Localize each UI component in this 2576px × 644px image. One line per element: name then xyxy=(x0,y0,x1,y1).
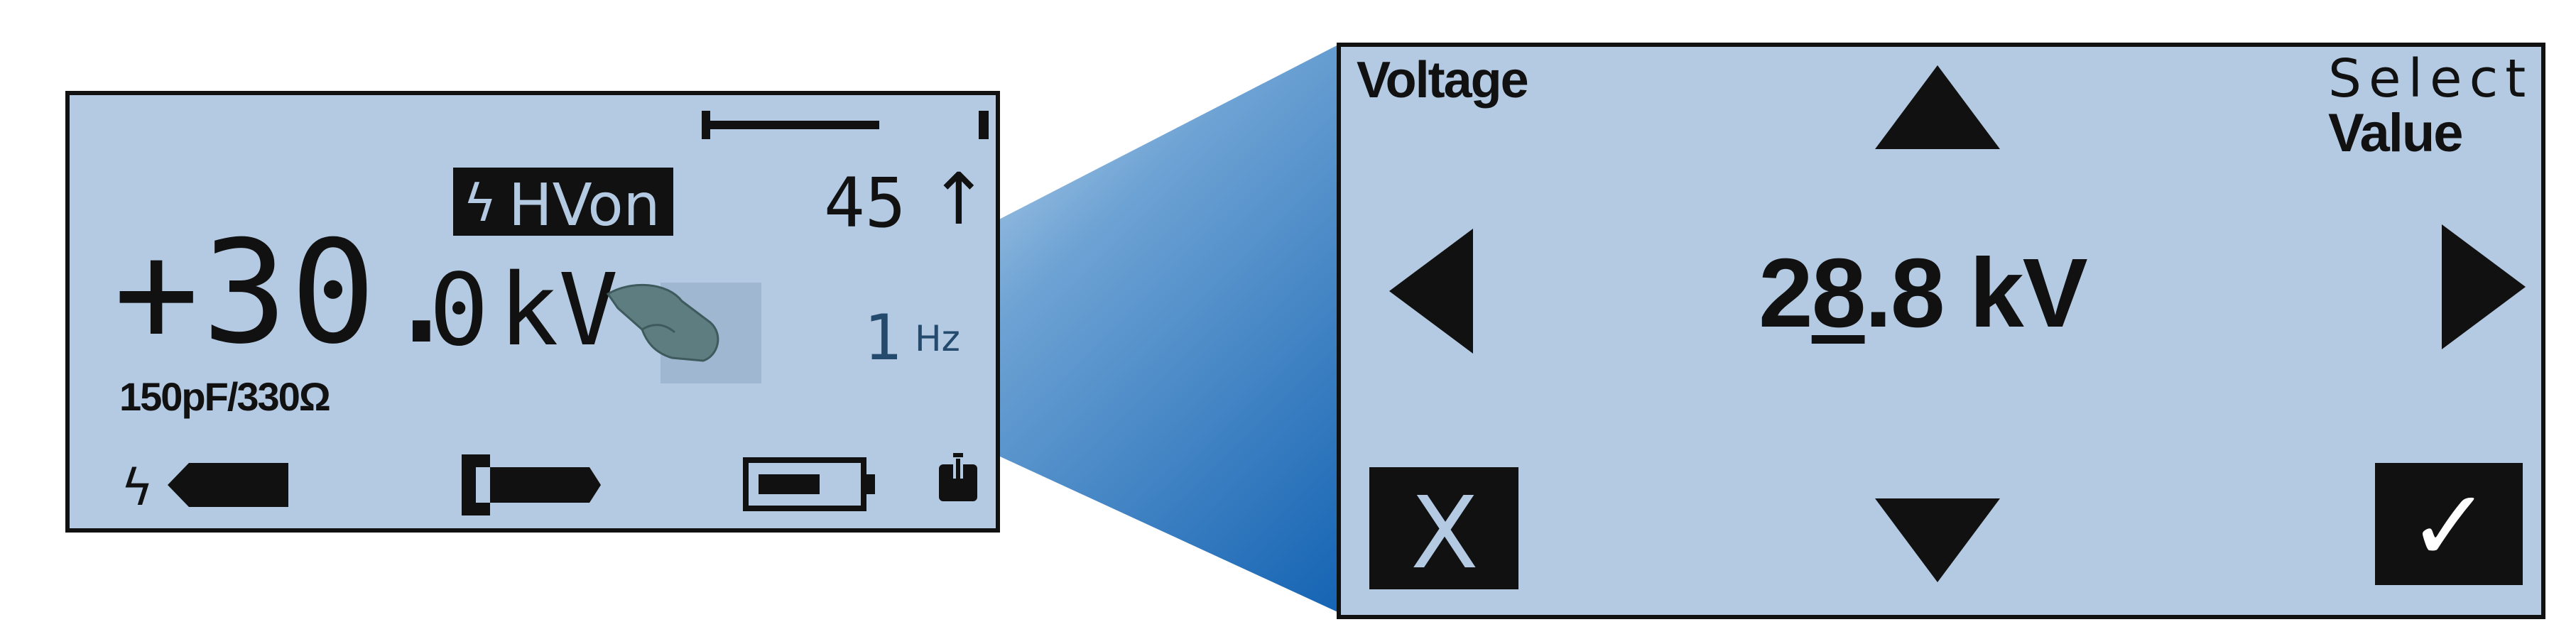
hv-output-icon[interactable] xyxy=(168,463,288,508)
power-icon[interactable] xyxy=(932,450,983,507)
value-editor-display: Voltage Select Value 28.8 kV X ✓ xyxy=(1337,43,2545,619)
frequency-value: 1 xyxy=(864,301,901,374)
increase-arrow-button[interactable] xyxy=(1875,65,2000,151)
hv-on-badge: ϟ HVon xyxy=(453,168,673,239)
level-bar-left-tick xyxy=(702,111,710,139)
editor-selected-digit[interactable]: 8 xyxy=(1811,239,1866,348)
checkmark-icon: ✓ xyxy=(2408,469,2491,584)
editor-value: 28.8 kV xyxy=(1759,237,2088,350)
voltage-readout-fraction: 0 xyxy=(429,253,489,369)
confirm-button[interactable]: ✓ xyxy=(2375,463,2523,585)
device-display: ϟ HVon 45 ↑ +30. 0 kV 1 Hz 150pF/330Ω ϟ xyxy=(65,91,1000,533)
load-value: 150pF/330Ω xyxy=(119,374,331,419)
hv-badge-label: HVon xyxy=(509,172,661,239)
lightning-icon: ϟ xyxy=(463,173,497,233)
lightning-small-icon: ϟ xyxy=(121,459,154,517)
editor-hint-select: Select xyxy=(2328,48,2533,109)
editor-title: Voltage xyxy=(1357,52,1529,109)
right-arrow-button[interactable] xyxy=(2442,224,2527,349)
pulse-count: 45 xyxy=(824,163,906,243)
voltage-readout-main: +30. xyxy=(114,210,467,376)
level-bar-right-tick xyxy=(979,111,989,139)
level-bar xyxy=(710,121,879,129)
pointing-hand-icon xyxy=(606,283,761,383)
wrench-icon[interactable] xyxy=(462,452,604,520)
editor-value-suffix: .8 kV xyxy=(1864,239,2088,348)
decrease-arrow-button[interactable] xyxy=(1875,498,2000,584)
editor-hint-value: Value xyxy=(2328,103,2464,163)
battery-icon xyxy=(743,457,875,511)
editor-value-prefix: 2 xyxy=(1759,239,1813,348)
arrow-up-icon: ↑ xyxy=(929,158,989,241)
frequency-unit: Hz xyxy=(915,318,960,359)
voltage-unit: kV xyxy=(499,253,619,369)
cancel-button[interactable]: X xyxy=(1369,467,1518,591)
left-arrow-button[interactable] xyxy=(1389,229,1474,354)
cancel-label: X xyxy=(1411,476,1479,591)
